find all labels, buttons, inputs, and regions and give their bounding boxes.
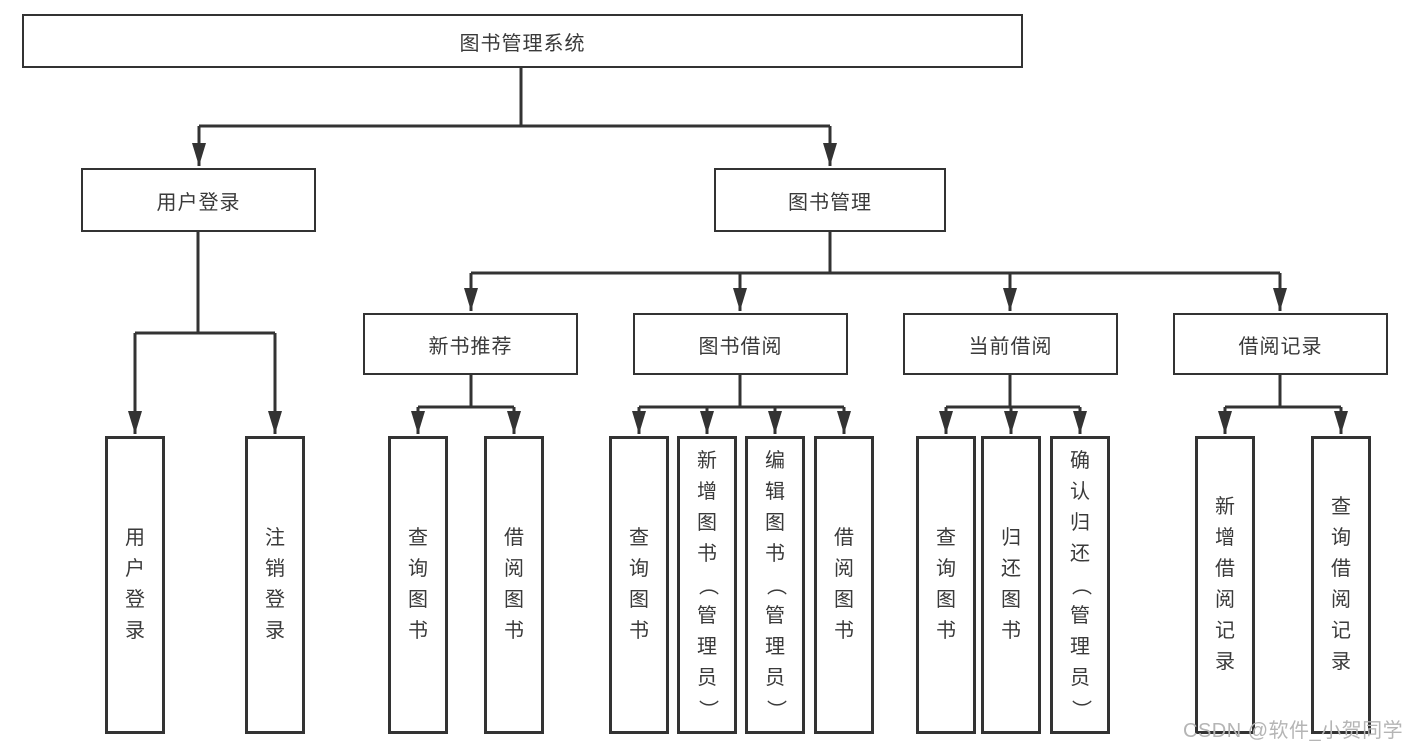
node-user-login: 用户登录 [81,168,316,232]
node-book-borrow: 图书借阅 [633,313,848,375]
leaf-borrow-query-books-label: 查询图书 [629,527,649,642]
node-current-borrow-label: 当前借阅 [968,335,1053,358]
node-book-management: 图书管理 [714,168,946,232]
leaf-current-return-books: 归还图书 [981,436,1041,734]
leaf-current-confirm-return-admin: 确认归还（管理员） [1050,436,1110,734]
node-current-borrow: 当前借阅 [903,313,1118,375]
leaf-current-query-books-label: 查询图书 [936,527,956,642]
leaf-newrec-borrow-books-label: 借阅图书 [504,527,524,642]
leaf-borrow-borrow-books: 借阅图书 [814,436,874,734]
node-book-borrow-label: 图书借阅 [698,335,783,358]
leaf-newrec-borrow-books: 借阅图书 [484,436,544,734]
leaf-borrow-query-books: 查询图书 [609,436,669,734]
node-borrow-records-label: 借阅记录 [1238,335,1323,358]
node-new-book-recommend-label: 新书推荐 [428,335,513,358]
leaf-current-return-books-label: 归还图书 [1001,527,1021,642]
node-borrow-records: 借阅记录 [1173,313,1388,375]
leaf-borrow-add-books-admin: 新增图书（管理员） [677,436,737,734]
leaf-borrow-add-books-admin-label: 新增图书（管理员） [696,449,719,720]
leaf-newrec-query-books: 查询图书 [388,436,448,734]
node-root: 图书管理系统 [22,14,1023,68]
leaf-logout: 注销登录 [245,436,305,734]
leaf-records-add-record: 新增借阅记录 [1195,436,1255,734]
node-book-management-label: 图书管理 [788,191,872,214]
csdn-watermark: CSDN @软件_小贺同学 [1183,720,1404,742]
leaf-newrec-query-books-label: 查询图书 [408,527,428,642]
node-new-book-recommend: 新书推荐 [363,313,578,375]
leaf-current-query-books: 查询图书 [916,436,976,734]
node-root-label: 图书管理系统 [459,32,586,55]
leaf-logout-label: 注销登录 [265,527,285,642]
leaf-user-login-label: 用户登录 [125,527,145,642]
leaf-borrow-borrow-books-label: 借阅图书 [834,527,854,642]
leaf-borrow-edit-books-admin-label: 编辑图书（管理员） [764,449,787,720]
node-user-login-label: 用户登录 [156,191,241,214]
leaf-borrow-edit-books-admin: 编辑图书（管理员） [745,436,805,734]
leaf-user-login: 用户登录 [105,436,165,734]
leaf-current-confirm-return-admin-label: 确认归还（管理员） [1069,449,1092,720]
leaf-records-add-record-label: 新增借阅记录 [1215,496,1235,673]
leaf-records-query-record-label: 查询借阅记录 [1331,496,1351,673]
leaf-records-query-record: 查询借阅记录 [1311,436,1371,734]
